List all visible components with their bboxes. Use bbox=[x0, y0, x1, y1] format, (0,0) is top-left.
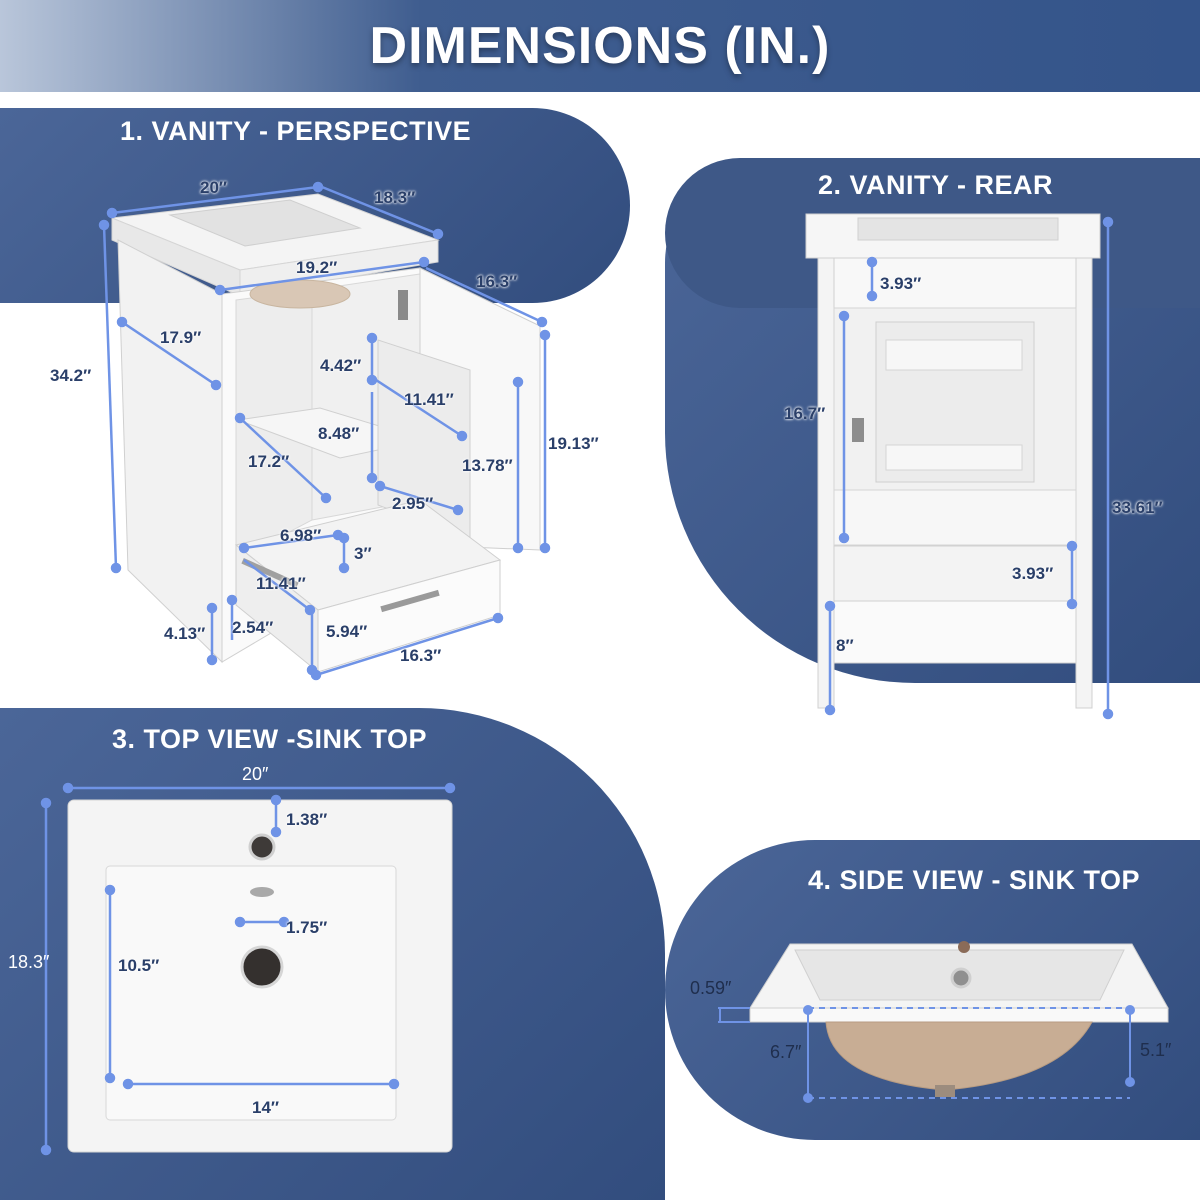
rear-title: 2. VANITY - REAR bbox=[818, 170, 1054, 200]
dim-side-depth: 17.9″ bbox=[160, 328, 202, 347]
side-view-title: 4. SIDE VIEW - SINK TOP bbox=[808, 865, 1141, 895]
vanity-rear-drawing bbox=[805, 213, 1114, 720]
dim-door-shelf-width: 11.41″ bbox=[404, 390, 454, 409]
dim-rear-top-rail: 3.93″ bbox=[880, 274, 922, 293]
dim-faucet-hole: 1.38″ bbox=[286, 810, 328, 829]
dim-door-shelf-height: 8.48″ bbox=[318, 424, 360, 443]
dim-top-depth: 18.3″ bbox=[374, 188, 416, 207]
dim-rear-drawer-rail: 3.93″ bbox=[1012, 564, 1054, 583]
dim-side-bowl-depth: 5.1″ bbox=[1140, 1040, 1172, 1060]
sink-side-view-drawing bbox=[718, 941, 1169, 1103]
dim-drawer-width-inner: 11.41″ bbox=[256, 574, 306, 593]
dim-side-total-depth: 6.7″ bbox=[770, 1042, 802, 1062]
dim-rear-total-height: 33.61″ bbox=[1112, 498, 1163, 517]
dim-rear-opening-height: 16.7″ bbox=[784, 404, 826, 423]
dim-side-rim: 0.59″ bbox=[690, 978, 732, 998]
dim-inner-depth: 17.2″ bbox=[248, 452, 290, 471]
dim-basin-width: 14″ bbox=[252, 1098, 280, 1117]
dim-top-view-depth: 18.3″ bbox=[8, 952, 50, 972]
perspective-title: 1. VANITY - PERSPECTIVE bbox=[120, 116, 472, 146]
dim-drawer-side: 2.54″ bbox=[232, 618, 274, 637]
dim-door-inner-top: 4.42″ bbox=[320, 356, 362, 375]
dim-drain-hole: 1.75″ bbox=[286, 918, 328, 937]
dim-top-width: 20″ bbox=[200, 178, 228, 197]
dim-top-view-width: 20″ bbox=[242, 764, 269, 784]
dim-drawer-inner-depth: 6.98″ bbox=[280, 526, 322, 545]
dim-inner-width: 19.2″ bbox=[296, 258, 338, 277]
dim-leg-height: 4.13″ bbox=[164, 624, 206, 643]
top-view-title: 3. TOP VIEW -SINK TOP bbox=[112, 724, 428, 754]
vanity-perspective-drawing bbox=[98, 181, 551, 681]
dim-door-width: 16.3″ bbox=[476, 272, 518, 291]
dim-door-height: 19.13″ bbox=[548, 434, 599, 453]
dim-basin-depth: 10.5″ bbox=[118, 956, 160, 975]
dim-door-shelf-depth: 2.95″ bbox=[392, 494, 434, 513]
header-bar bbox=[0, 0, 1200, 92]
dim-door-inner-height: 13.78″ bbox=[462, 456, 513, 475]
dim-drawer-height: 5.94″ bbox=[326, 622, 368, 641]
dim-height: 34.2″ bbox=[50, 366, 92, 385]
page-title: DIMENSIONS (IN.) bbox=[369, 17, 831, 75]
dim-drawer-width: 16.3″ bbox=[400, 646, 442, 665]
dim-drawer-divider: 3″ bbox=[354, 544, 372, 563]
sink-top-view-drawing bbox=[40, 782, 456, 1156]
dim-rear-leg-height: 8″ bbox=[836, 636, 854, 655]
